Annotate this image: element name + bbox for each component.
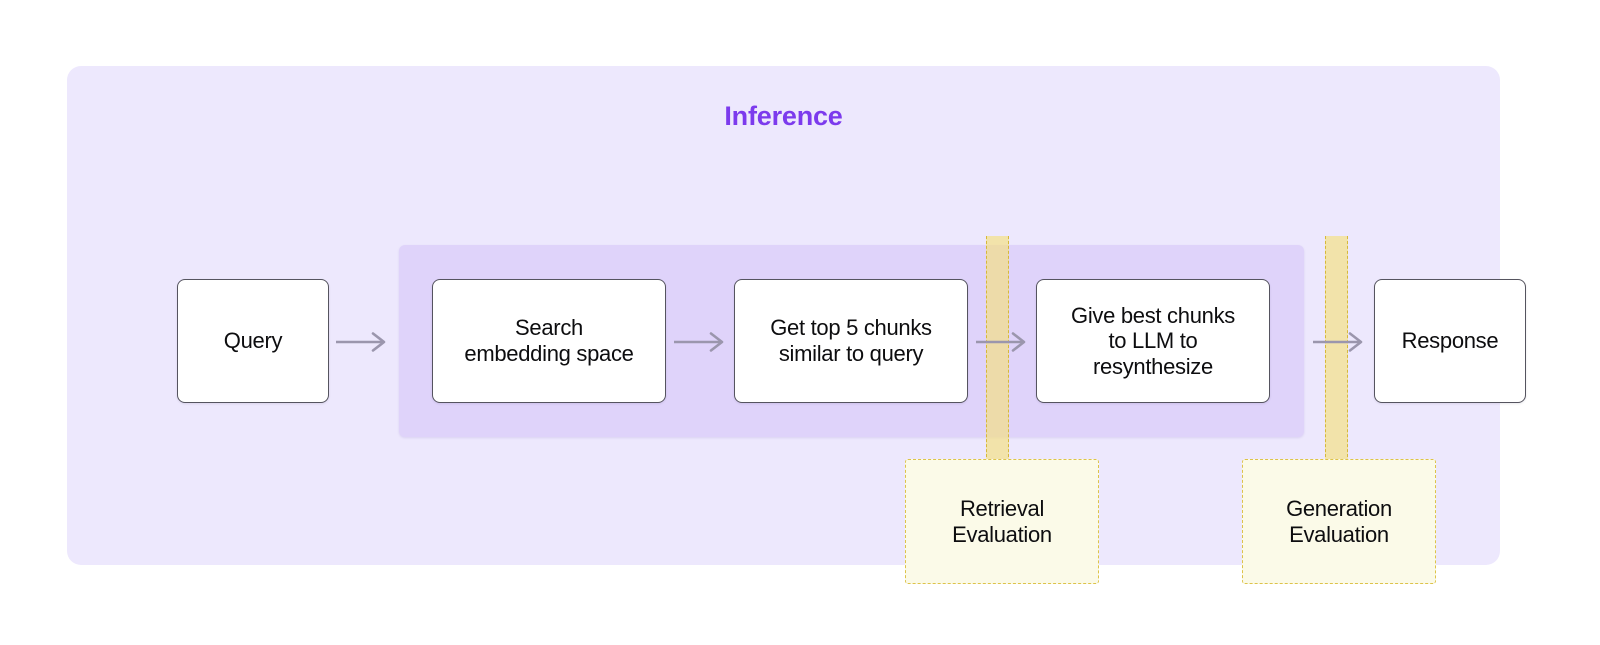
inference-panel: Inference Query Search embedding space G… <box>67 66 1526 584</box>
eval-box-generation-label: Generation Evaluation <box>1286 495 1392 547</box>
node-response[interactable]: Response <box>1374 279 1526 403</box>
arrow-right-icon <box>975 328 1031 356</box>
generation-evaluation-bar <box>1325 236 1348 462</box>
node-get-top-chunks[interactable]: Get top 5 chunks similar to query <box>734 279 968 403</box>
node-query-label: Query <box>223 328 283 354</box>
retrieval-evaluation-bar <box>986 236 1009 462</box>
arrow-right-icon <box>673 328 729 356</box>
node-give-best-chunks-to-llm-label: Give best chunks to LLM to resynthesize <box>1071 302 1235 379</box>
node-search-embedding-space-label: Search embedding space <box>464 315 634 366</box>
node-response-label: Response <box>1401 328 1499 354</box>
eval-box-retrieval[interactable]: Retrieval Evaluation <box>905 459 1099 584</box>
node-give-best-chunks-to-llm[interactable]: Give best chunks to LLM to resynthesize <box>1036 279 1270 403</box>
node-query[interactable]: Query <box>177 279 329 403</box>
page-title: Inference <box>724 101 843 131</box>
node-get-top-chunks-label: Get top 5 chunks similar to query <box>770 315 932 366</box>
node-search-embedding-space[interactable]: Search embedding space <box>432 279 666 403</box>
eval-box-generation[interactable]: Generation Evaluation <box>1242 459 1436 584</box>
arrow-right-icon <box>335 328 391 356</box>
arrow-right-icon <box>1312 328 1368 356</box>
eval-box-retrieval-label: Retrieval Evaluation <box>952 495 1052 547</box>
